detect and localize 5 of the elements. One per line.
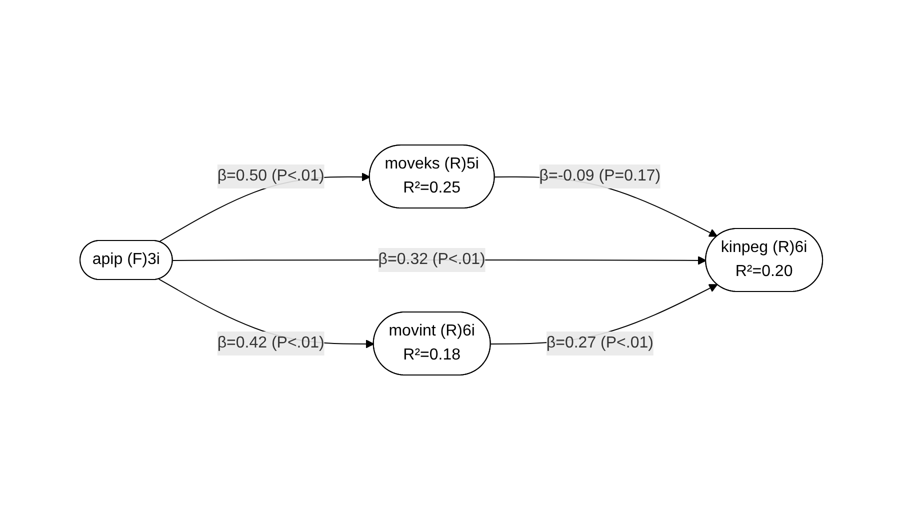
edge-label: β=0.32 (P<.01) [378, 250, 486, 268]
edge-label: β=0.50 (P<.01) [217, 167, 324, 184]
edge-label: β=0.27 (P<.01) [546, 334, 654, 351]
edge-label: β=-0.09 (P=0.17) [539, 167, 660, 184]
edge-label: β=0.42 (P<.01) [217, 334, 324, 351]
